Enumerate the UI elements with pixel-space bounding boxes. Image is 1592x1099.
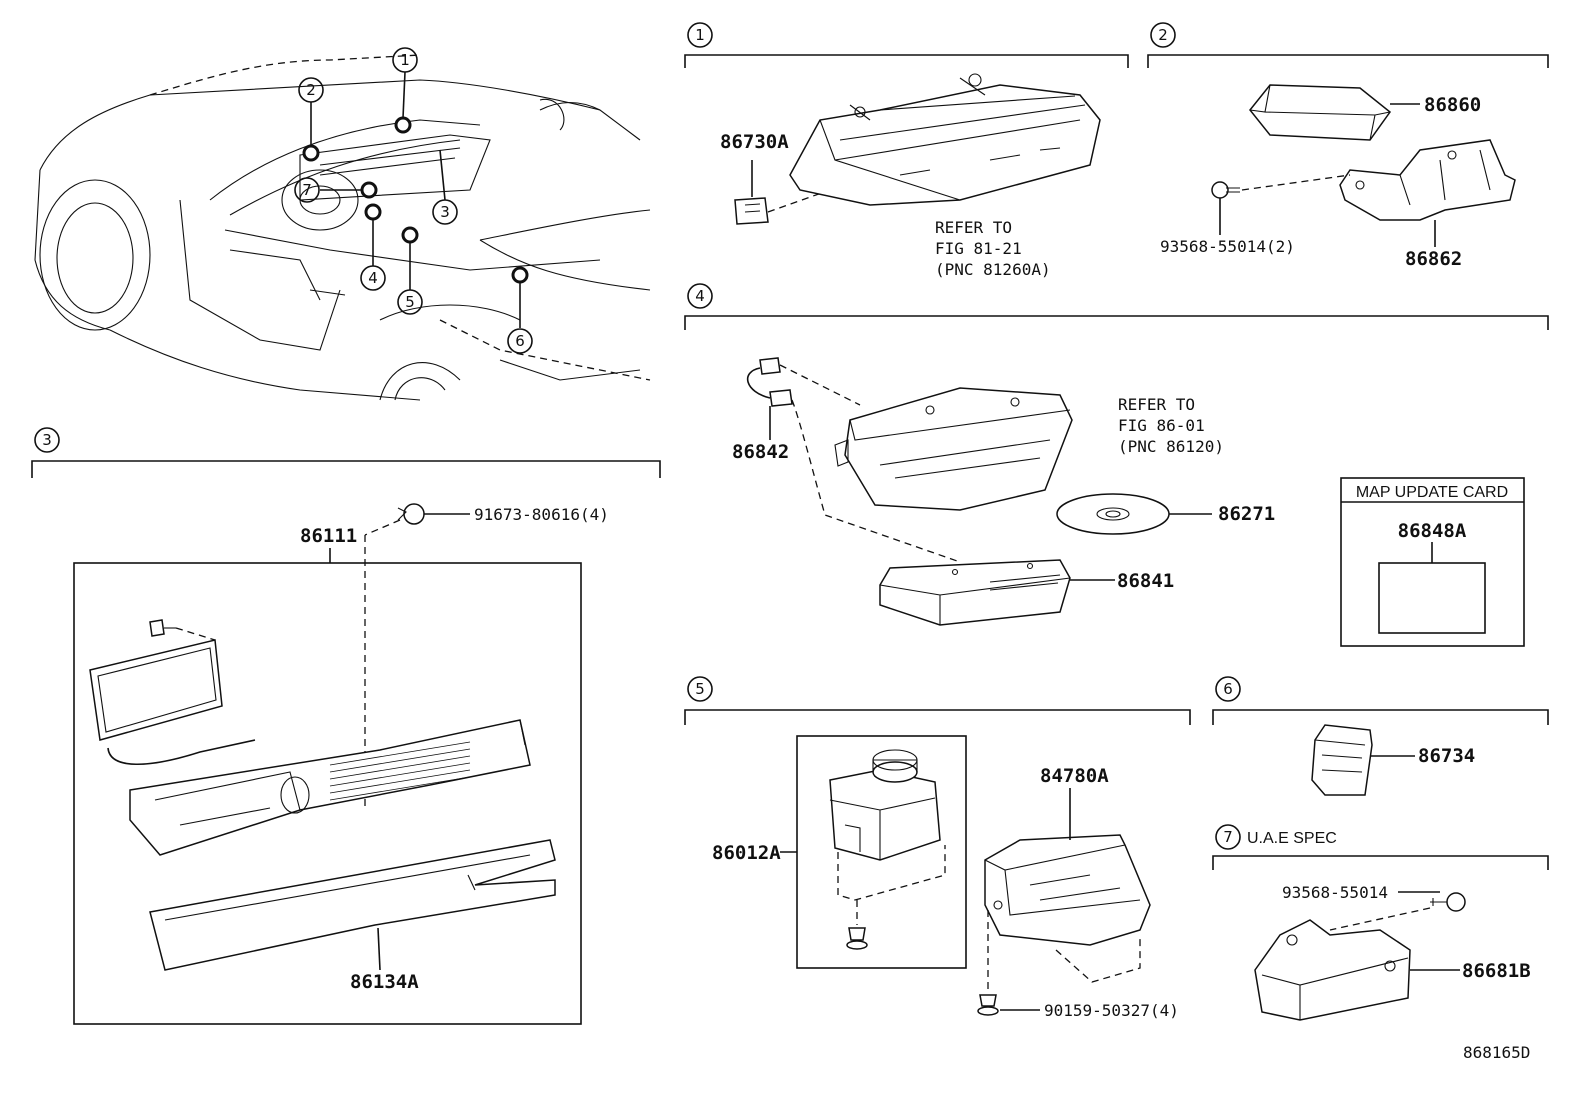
refer-pnc-label-4: (PNC 86120) <box>1118 437 1224 456</box>
svg-text:4: 4 <box>368 269 378 287</box>
section-3: 3 86111 91673-80616(4) <box>31 427 661 1025</box>
screw-icon-7 <box>1430 892 1466 912</box>
svg-text:4: 4 <box>695 287 705 305</box>
part-number-86734: 86734 <box>1418 745 1475 767</box>
module-84780A <box>984 834 1151 946</box>
section-6: 6 86734 <box>1212 676 1549 796</box>
part-number-86111: 86111 <box>300 525 357 547</box>
location-dot-2 <box>302 144 320 162</box>
svg-text:7: 7 <box>1223 828 1233 846</box>
screw-icon-5b <box>977 994 999 1016</box>
computer-86860 <box>1249 84 1392 141</box>
svg-text:7: 7 <box>302 181 312 199</box>
location-dot-4 <box>364 203 382 221</box>
location-dot-7 <box>360 181 378 199</box>
svg-text:1: 1 <box>695 26 705 44</box>
section-4: 4 86842 REFER TO FIG 86-01 (PNC 86120) <box>684 283 1549 647</box>
svg-text:6: 6 <box>515 332 525 350</box>
antenna-module-86681B <box>1254 919 1411 1021</box>
svg-text:5: 5 <box>695 680 705 698</box>
switch-86734 <box>1311 724 1373 796</box>
navigation-receiver-assembly <box>834 387 1073 511</box>
part-number-93568-55014-2: 93568-55014(2) <box>1160 237 1295 256</box>
svg-text:6: 6 <box>1223 680 1233 698</box>
refer-to-label-4: REFER TO <box>1118 395 1195 414</box>
location-dot-6 <box>511 266 529 284</box>
section-5: 5 86012A 84780A <box>684 676 1191 1020</box>
section-1: 1 86730A REFER TO FIG 81-21 (PNC 81260A) <box>684 22 1129 279</box>
section-3-bracket <box>31 460 661 478</box>
callout-5: 5 <box>397 289 423 315</box>
part-number-86842: 86842 <box>732 441 789 463</box>
wire-harness-86842 <box>746 357 793 407</box>
callout-6: 6 <box>507 328 533 354</box>
controller-knob-86012A <box>829 749 941 861</box>
part-number-93568-55014: 93568-55014 <box>1282 883 1388 902</box>
part-number-86860: 86860 <box>1424 94 1481 116</box>
callout-2: 2 <box>298 77 324 103</box>
part-number-86841: 86841 <box>1117 570 1174 592</box>
part-number-84780A: 84780A <box>1040 765 1109 787</box>
display-cable <box>107 739 256 766</box>
overhead-console-assembly <box>789 73 1101 206</box>
svg-text:1: 1 <box>400 51 410 69</box>
uae-spec-label: U.A.E SPEC <box>1247 830 1337 847</box>
map-card-icon <box>1378 562 1486 634</box>
module-86841 <box>879 559 1071 626</box>
section-7-bracket <box>1212 855 1549 870</box>
svg-text:5: 5 <box>405 293 415 311</box>
callout-3: 3 <box>432 199 458 225</box>
part-number-86848A: 86848A <box>1398 520 1467 542</box>
part-number-90159-50327-4: 90159-50327(4) <box>1044 1001 1179 1020</box>
section-2: 2 86860 86862 93568-55014(2) <box>1147 22 1549 270</box>
display-panel <box>89 639 223 741</box>
callout-1: 1 <box>392 47 418 73</box>
refer-pnc-label-1: (PNC 81260A) <box>935 260 1051 279</box>
bracket-86862 <box>1339 139 1516 221</box>
car-overview-illustration: 1 2 7 3 4 5 6 <box>34 47 651 401</box>
figure-id: 868165D <box>1463 1043 1530 1062</box>
disc-86271 <box>1056 493 1170 535</box>
svg-text:2: 2 <box>1158 26 1168 44</box>
cluster-assembly-box <box>73 562 582 1025</box>
part-number-86134A: 86134A <box>350 971 419 993</box>
part-number-86681B: 86681B <box>1462 960 1531 982</box>
callout-7: 7 <box>294 177 320 203</box>
map-update-card-title: MAP UPDATE CARD <box>1356 484 1508 501</box>
section-5-bracket <box>684 709 1191 725</box>
map-update-card-box: MAP UPDATE CARD 86848A <box>1340 477 1525 647</box>
connector-86730A <box>734 197 769 225</box>
location-dot-5 <box>401 226 419 244</box>
refer-fig-label-1: FIG 81-21 <box>935 239 1022 258</box>
part-number-86271: 86271 <box>1218 503 1275 525</box>
section-7: 7 U.A.E SPEC 93568-55014 86681B <box>1212 824 1549 1021</box>
screw-icon-small <box>149 619 176 637</box>
section-1-bracket <box>684 54 1129 68</box>
svg-text:2: 2 <box>306 81 316 99</box>
refer-fig-label-4: FIG 86-01 <box>1118 416 1205 435</box>
section-6-bracket <box>1212 709 1549 725</box>
location-dot-1 <box>394 116 412 134</box>
part-number-91673-80616-4: 91673-80616(4) <box>474 505 609 524</box>
screw-icon <box>1211 181 1240 199</box>
section-4-bracket <box>684 315 1549 330</box>
part-number-86862: 86862 <box>1405 248 1462 270</box>
refer-to-label-1: REFER TO <box>935 218 1012 237</box>
screw-icon-5a <box>846 927 868 950</box>
callout-4: 4 <box>360 265 386 291</box>
section-2-bracket <box>1147 54 1549 68</box>
svg-text:3: 3 <box>42 431 52 449</box>
svg-text:3: 3 <box>440 203 450 221</box>
trim-panel-86134A <box>149 839 556 971</box>
part-number-86012A: 86012A <box>712 842 781 864</box>
part-number-86730A: 86730A <box>720 131 789 153</box>
cluster-housing <box>129 719 531 856</box>
clip-icon <box>397 503 425 525</box>
